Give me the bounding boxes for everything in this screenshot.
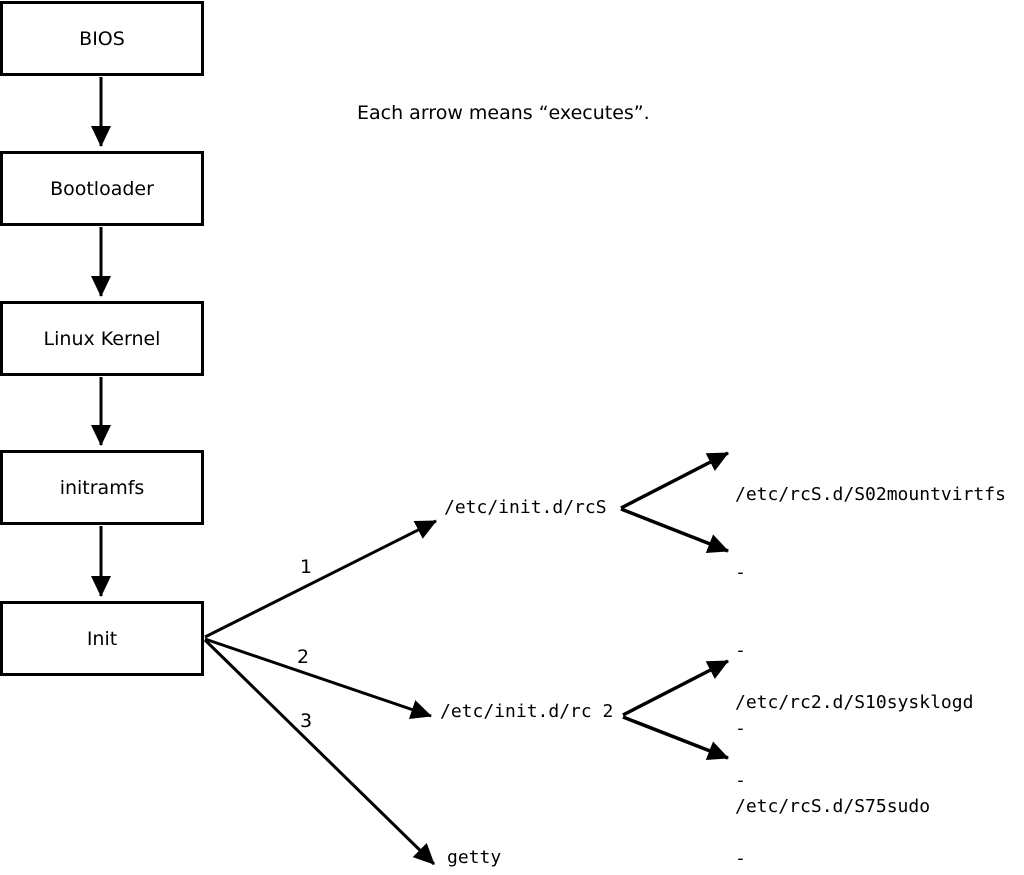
rc2-script-list: /etc/rc2.d/S10sysklogd - - - /etc/rc2.d/… (735, 638, 973, 875)
node-initramfs: initramfs (0, 450, 204, 525)
node-init: Init (0, 601, 204, 676)
arrow-number-1: 1 (300, 556, 313, 578)
arrow-number-2: 2 (297, 646, 310, 668)
node-bios: BIOS (0, 1, 204, 76)
node-initramfs-label: initramfs (59, 476, 145, 499)
node-bootloader-label: Bootloader (50, 177, 154, 200)
rc2-script-entry: /etc/rc2.d/S10sysklogd (735, 692, 974, 713)
node-getty-label: getty (447, 847, 502, 868)
arrow-rcS-to-S75sudo (620, 507, 729, 554)
node-linux-kernel-label: Linux Kernel (43, 327, 161, 350)
node-bootloader: Bootloader (0, 151, 204, 226)
rcS-script-list: /etc/rcS.d/S02mountvirtfs - - - /etc/rcS… (735, 430, 1006, 872)
rcS-script-ellipsis: - (735, 718, 746, 739)
node-linux-kernel: Linux Kernel (0, 301, 204, 376)
node-init-label: Init (86, 627, 118, 650)
node-bios-label: BIOS (79, 27, 125, 50)
arrow-number-3: 3 (300, 710, 313, 732)
rcS-script-ellipsis: - (735, 640, 746, 661)
arrow-rcS-to-S02mountvirtfs (620, 451, 729, 510)
arrow-init-to-rc2 (204, 637, 432, 720)
rcS-script-ellipsis: - (735, 562, 746, 583)
legend-note: Each arrow means “executes”. (357, 102, 650, 124)
rcS-script-entry: /etc/rcS.d/S02mountvirtfs (735, 484, 1006, 505)
node-rc2-label: /etc/init.d/rc 2 (440, 701, 614, 722)
arrow-init-to-getty (203, 638, 436, 866)
rc2-script-ellipsis: - (735, 848, 746, 869)
arrow-init-to-rcS (204, 519, 437, 639)
arrow-rc2-to-S10sysklogd (622, 659, 729, 717)
node-rcS-label: /etc/init.d/rcS (444, 497, 607, 518)
rc2-script-ellipsis: - (735, 770, 746, 791)
rcS-script-entry: /etc/rcS.d/S75sudo (735, 796, 931, 817)
arrow-rc2-to-S99gdm (622, 715, 729, 761)
